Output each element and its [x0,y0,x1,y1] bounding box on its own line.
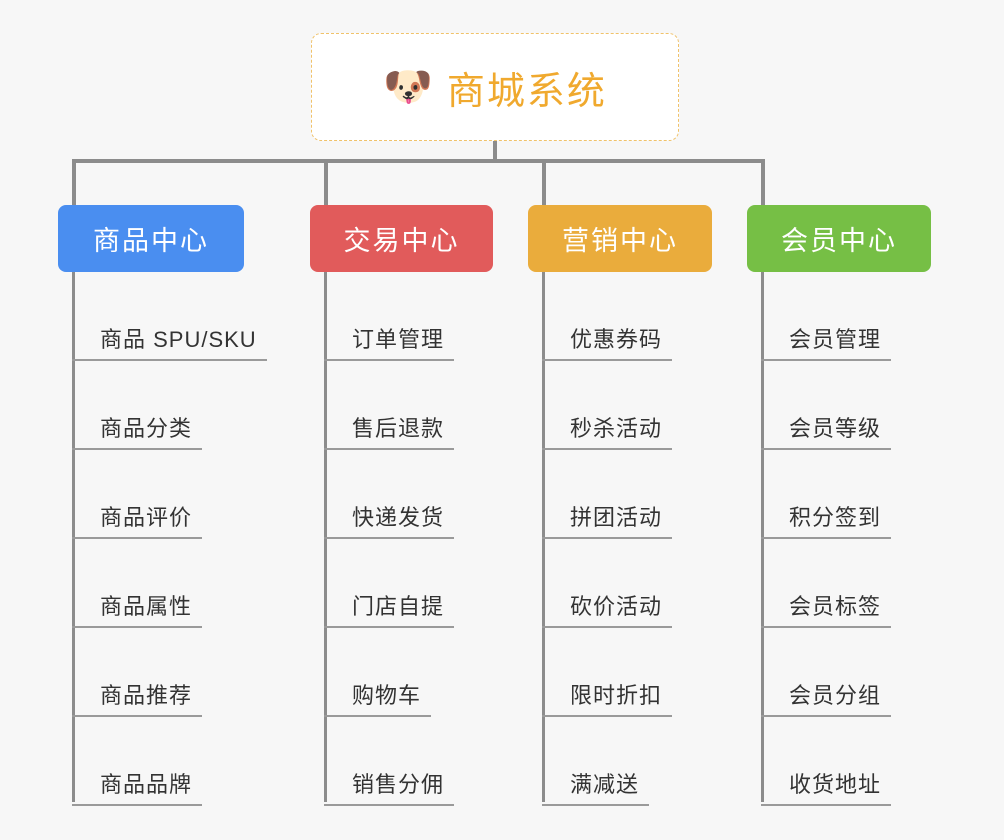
leaf-item-rule: 订单管理 [324,326,455,361]
leaf-item-label: 商品 SPU/SKU [100,326,257,352]
leaf-item-label: 商品属性 [100,593,193,619]
leaf-item[interactable]: 收货地址 [747,717,931,806]
leaf-item[interactable]: 商品品牌 [58,717,244,806]
leaf-item-label: 商品品牌 [100,771,193,797]
shiba-dog-icon: 🐶 [383,65,433,109]
leaf-item-label: 门店自提 [352,593,445,619]
leaf-item[interactable]: 售后退款 [310,361,493,450]
leaf-item-label: 会员管理 [789,326,882,352]
leaf-item-label: 会员标签 [789,593,882,619]
leaf-item[interactable]: 砍价活动 [528,539,712,628]
leaf-item-label: 购物车 [352,682,422,708]
leaf-item-rule: 商品属性 [72,593,203,628]
branch-header-label: 营销中心 [562,226,678,256]
leaf-item-rule: 商品分类 [72,415,203,450]
leaf-item-rule: 会员标签 [761,593,892,628]
leaf-item[interactable]: 商品分类 [58,361,244,450]
branch-header-label: 商品中心 [93,226,209,256]
leaf-item-rule: 商品 SPU/SKU [72,326,267,361]
connector-bus [72,159,765,163]
leaf-item-label: 秒杀活动 [570,415,663,441]
leaf-item[interactable]: 商品属性 [58,539,244,628]
leaf-list-trade-center: 订单管理售后退款快递发货门店自提购物车销售分佣 [310,272,493,806]
leaf-item-rule: 砍价活动 [542,593,673,628]
leaf-item-label: 商品评价 [100,504,193,530]
leaf-item-label: 限时折扣 [570,682,663,708]
leaf-item-label: 优惠券码 [570,326,663,352]
leaf-item[interactable]: 会员分组 [747,628,931,717]
leaf-item[interactable]: 会员管理 [747,272,931,361]
leaf-item-rule: 会员管理 [761,326,892,361]
leaf-item-label: 满减送 [570,771,640,797]
leaf-item[interactable]: 拼团活动 [528,450,712,539]
leaf-item[interactable]: 购物车 [310,628,493,717]
leaf-item-label: 售后退款 [352,415,445,441]
leaf-item-rule: 购物车 [324,682,432,717]
leaf-item[interactable]: 积分签到 [747,450,931,539]
leaf-item-rule: 销售分佣 [324,771,455,806]
leaf-item-label: 销售分佣 [352,771,445,797]
leaf-item-rule: 门店自提 [324,593,455,628]
branch-column-product-center: 商品中心商品 SPU/SKU 商品分类商品评价商品属性商品推荐商品品牌 [58,205,267,806]
leaf-list-product-center: 商品 SPU/SKU 商品分类商品评价商品属性商品推荐商品品牌 [58,272,267,806]
leaf-item[interactable]: 商品评价 [58,450,244,539]
connector-drop-member-center [761,159,765,205]
connector-drop-trade-center [324,159,328,205]
leaf-item-label: 商品推荐 [100,682,193,708]
leaf-item-rule: 秒杀活动 [542,415,673,450]
connector-root-stem [493,141,497,163]
leaf-item-rule: 拼团活动 [542,504,673,539]
branch-column-marketing-center: 营销中心优惠券码秒杀活动拼团活动砍价活动限时折扣满减送 [528,205,712,806]
leaf-item-label: 订单管理 [352,326,445,352]
connector-drop-marketing-center [542,159,546,205]
branch-header-member-center[interactable]: 会员中心 [747,205,931,272]
branch-header-trade-center[interactable]: 交易中心 [310,205,493,272]
branch-column-member-center: 会员中心会员管理会员等级积分签到会员标签会员分组收货地址 [747,205,931,806]
leaf-item[interactable]: 优惠券码 [528,272,712,361]
leaf-item-label: 砍价活动 [570,593,663,619]
leaf-item[interactable]: 满减送 [528,717,712,806]
leaf-item[interactable]: 秒杀活动 [528,361,712,450]
branch-header-product-center[interactable]: 商品中心 [58,205,244,272]
leaf-item-label: 快递发货 [352,504,445,530]
leaf-item-label: 商品分类 [100,415,193,441]
leaf-item-rule: 优惠券码 [542,326,673,361]
branch-header-label: 会员中心 [781,226,897,256]
leaf-item[interactable]: 快递发货 [310,450,493,539]
leaf-item[interactable]: 门店自提 [310,539,493,628]
leaf-item-rule: 快递发货 [324,504,455,539]
leaf-item[interactable]: 订单管理 [310,272,493,361]
leaf-item[interactable]: 会员标签 [747,539,931,628]
leaf-item[interactable]: 会员等级 [747,361,931,450]
leaf-item-rule: 会员分组 [761,682,892,717]
root-node[interactable]: 🐶 商城系统 [311,33,679,141]
leaf-item-label: 会员分组 [789,682,882,708]
branch-header-marketing-center[interactable]: 营销中心 [528,205,712,272]
leaf-item-rule: 满减送 [542,771,650,806]
leaf-item-rule: 商品品牌 [72,771,203,806]
leaf-item-label: 积分签到 [789,504,882,530]
leaf-list-member-center: 会员管理会员等级积分签到会员标签会员分组收货地址 [747,272,931,806]
leaf-item-rule: 商品评价 [72,504,203,539]
leaf-item[interactable]: 限时折扣 [528,628,712,717]
leaf-item[interactable]: 商品 SPU/SKU [58,272,267,361]
branch-column-trade-center: 交易中心订单管理售后退款快递发货门店自提购物车销售分佣 [310,205,493,806]
leaf-item-rule: 积分签到 [761,504,892,539]
leaf-item-rule: 售后退款 [324,415,455,450]
connector-drop-product-center [72,159,76,205]
leaf-item-label: 会员等级 [789,415,882,441]
leaf-item-rule: 商品推荐 [72,682,203,717]
leaf-list-marketing-center: 优惠券码秒杀活动拼团活动砍价活动限时折扣满减送 [528,272,712,806]
leaf-item-rule: 会员等级 [761,415,892,450]
leaf-item[interactable]: 商品推荐 [58,628,244,717]
branch-header-label: 交易中心 [343,226,460,256]
leaf-item-label: 拼团活动 [570,504,663,530]
leaf-item-label: 收货地址 [789,771,882,797]
leaf-item[interactable]: 销售分佣 [310,717,493,806]
root-title: 商城系统 [446,70,607,113]
leaf-item-rule: 限时折扣 [542,682,673,717]
leaf-item-rule: 收货地址 [761,771,892,806]
